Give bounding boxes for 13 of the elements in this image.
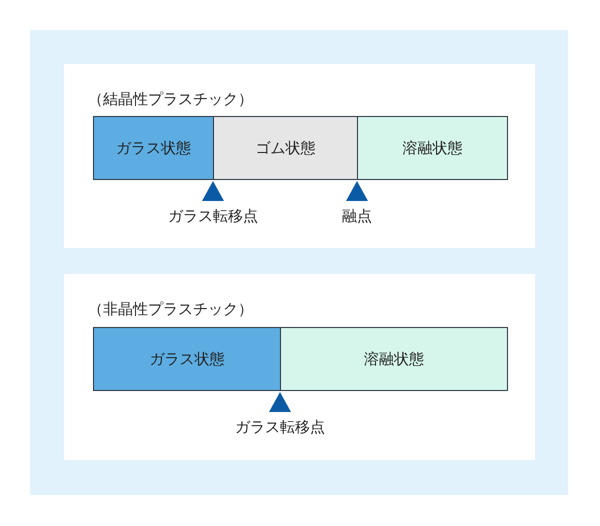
state-bar: ガラス状態 <box>93 116 214 180</box>
state-bar: 溶融状態 <box>280 327 508 391</box>
state-bar: 溶融状態 <box>357 116 508 180</box>
marker-label: ガラス転移点 <box>235 418 325 437</box>
panel-heading: （結晶性プラスチック） <box>88 90 253 109</box>
state-bar: ガラス状態 <box>93 327 281 391</box>
state-bar: ゴム状態 <box>213 116 358 180</box>
marker-label: ガラス転移点 <box>168 207 258 226</box>
background-panel <box>30 30 568 495</box>
marker-label: 融点 <box>342 207 372 226</box>
panel-heading: （非晶性プラスチック） <box>88 300 253 319</box>
panel <box>64 274 535 460</box>
panel <box>64 64 535 248</box>
